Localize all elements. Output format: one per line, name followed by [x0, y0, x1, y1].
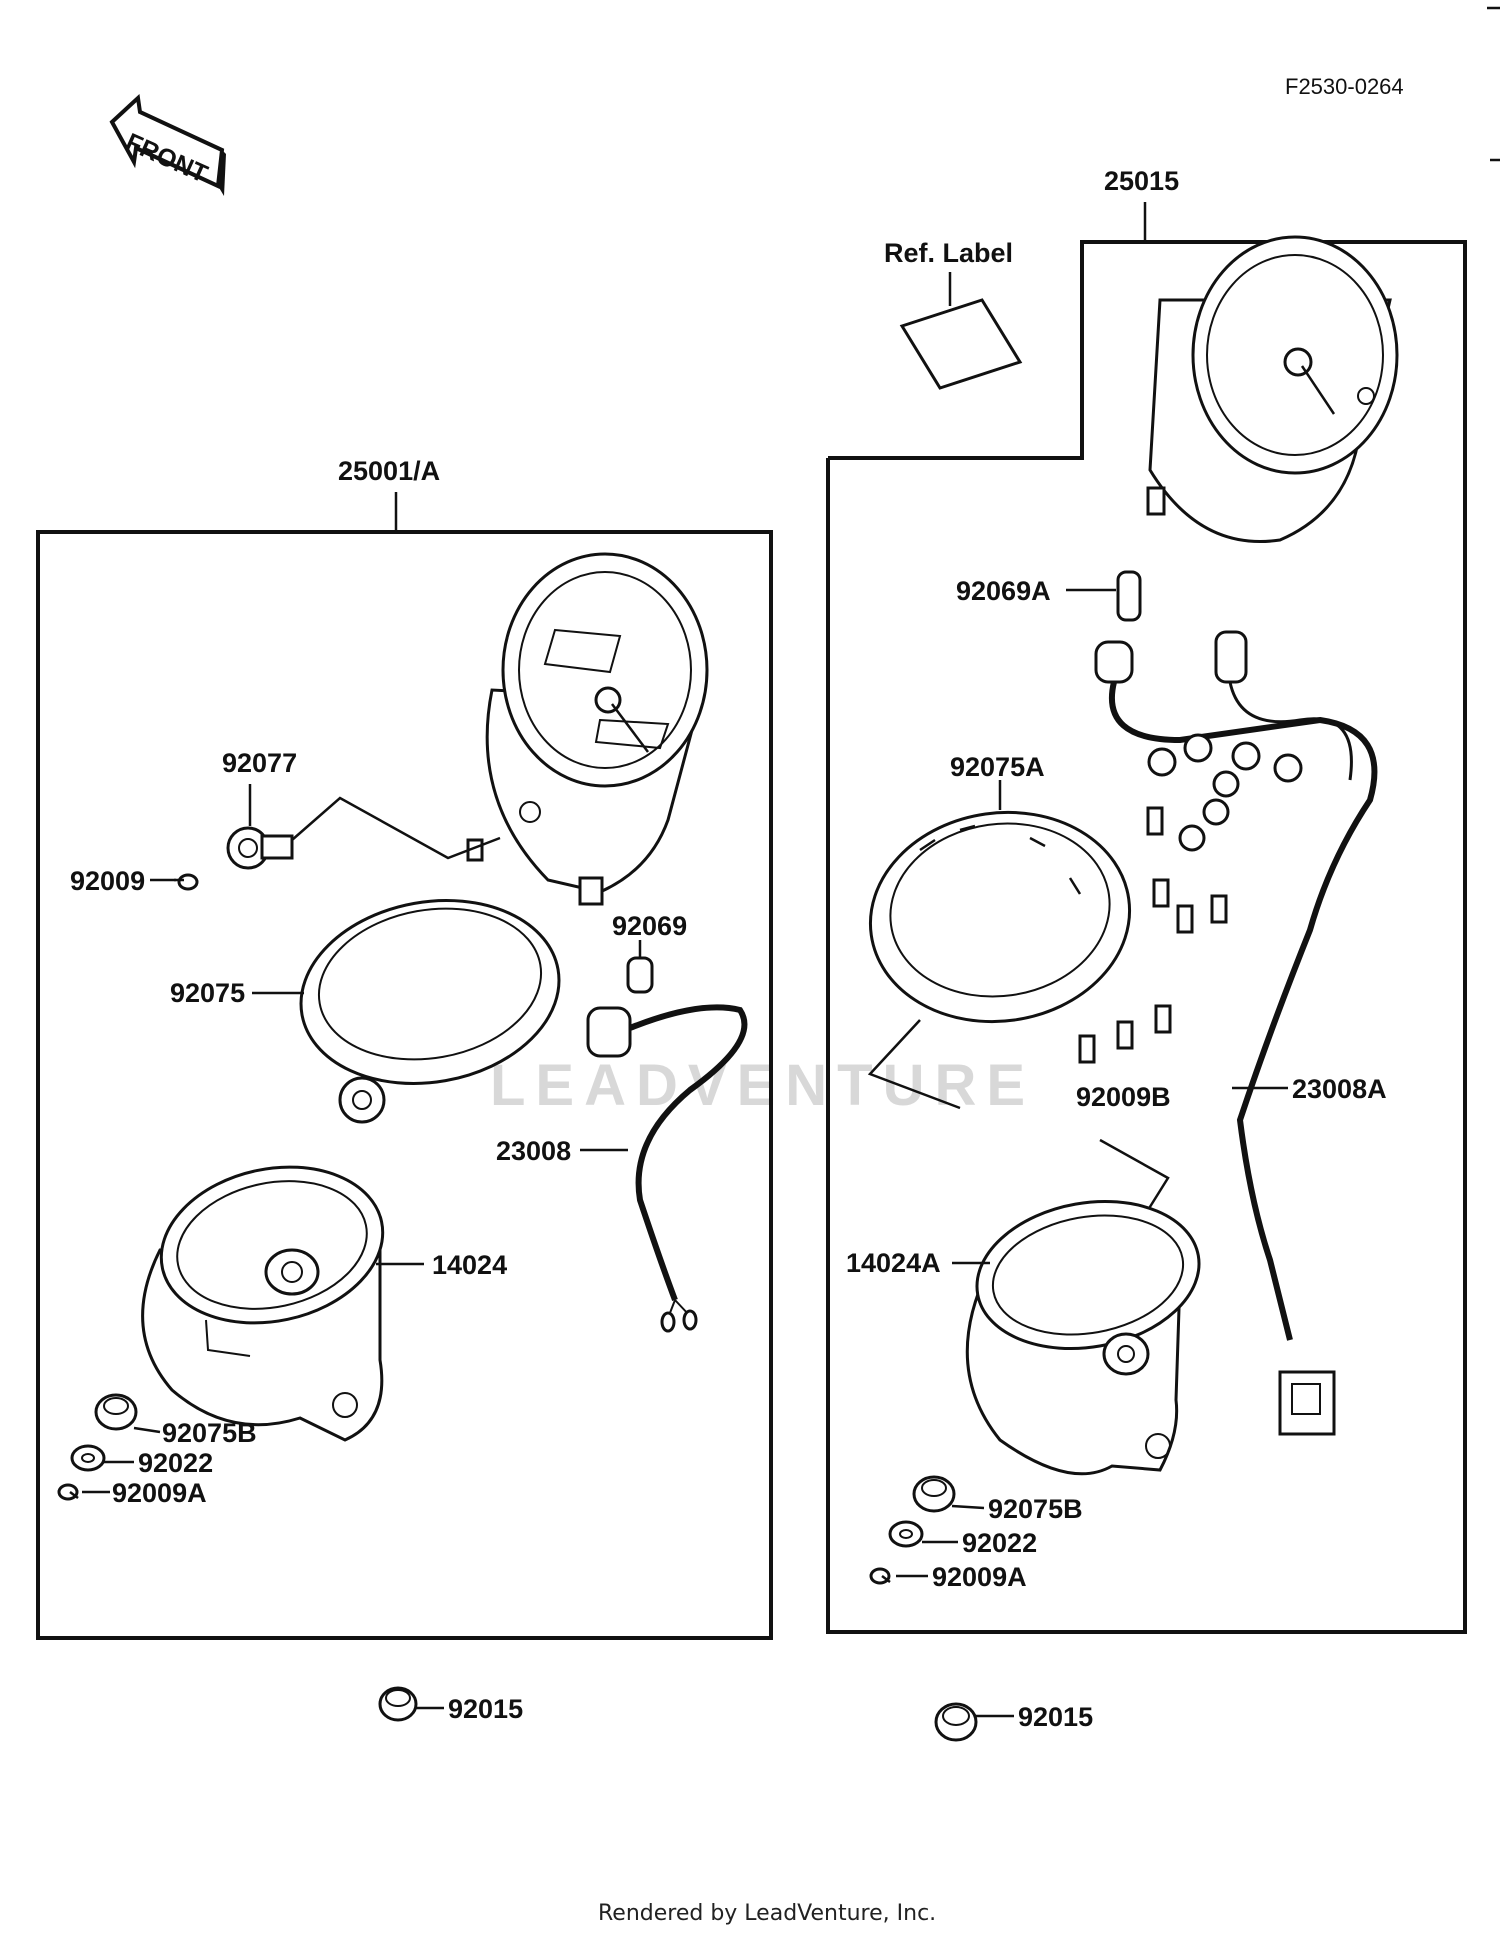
label-92009A-right[interactable]: 92009A	[932, 1562, 1027, 1592]
label-25001A[interactable]: 25001/A	[338, 456, 440, 486]
label-92075A[interactable]: 92075A	[950, 752, 1045, 782]
left-assembly-frame	[36, 530, 773, 1640]
label-14024[interactable]: 14024	[432, 1250, 507, 1280]
label-92069[interactable]: 92069	[612, 911, 687, 941]
label-92009B[interactable]: 92009B	[1076, 1082, 1171, 1112]
label-92075B-right[interactable]: 92075B	[988, 1494, 1083, 1524]
label-92075[interactable]: 92075	[170, 978, 245, 1008]
watermark: LEADVENTURE	[490, 1053, 1035, 1118]
label-14024A[interactable]: 14024A	[846, 1248, 941, 1278]
screw-icon[interactable]	[57, 1483, 79, 1501]
label-25015[interactable]: 25015	[1104, 166, 1179, 196]
bulb-icon[interactable]	[1116, 570, 1142, 622]
label-92022-left[interactable]: 92022	[138, 1448, 213, 1478]
label-23008A[interactable]: 23008A	[1292, 1074, 1387, 1104]
meter-case-icon[interactable]	[141, 1147, 398, 1442]
left-assembly: 25001/A 92077 92009	[36, 456, 773, 1640]
screw-icon[interactable]	[1078, 806, 1228, 1064]
label-92009A-left[interactable]: 92009A	[112, 1478, 207, 1508]
label-92069A[interactable]: 92069A	[956, 576, 1051, 606]
label-92015-left[interactable]: 92015	[448, 1694, 523, 1724]
grommet-icon[interactable]	[94, 1393, 138, 1431]
label-92015-right[interactable]: 92015	[1018, 1702, 1093, 1732]
bezel-ring-icon[interactable]	[286, 881, 573, 1124]
washer-icon[interactable]	[888, 1520, 924, 1548]
right-assembly-frame	[826, 240, 1467, 1634]
right-assembly: 25015 Ref. Label 92069A 9	[826, 166, 1467, 1634]
label-23008[interactable]: 23008	[496, 1136, 571, 1166]
speedometer-icon[interactable]	[466, 552, 709, 906]
ref-label-text: Ref. Label	[884, 238, 1013, 268]
screw-icon[interactable]	[869, 1567, 891, 1585]
tachometer-icon[interactable]	[1146, 235, 1399, 543]
wire-harness-icon[interactable]	[1094, 630, 1378, 1436]
label-92022-right[interactable]: 92022	[962, 1528, 1037, 1558]
washer-icon[interactable]	[70, 1444, 106, 1472]
screw-icon[interactable]	[174, 873, 199, 891]
front-arrow-icon: FRONT	[109, 93, 226, 196]
wire-harness-icon[interactable]	[586, 1004, 748, 1333]
label-92077[interactable]: 92077	[222, 748, 297, 778]
gear-icon[interactable]	[226, 826, 294, 870]
label-92075B-left[interactable]: 92075B	[162, 1418, 257, 1448]
bezel-ring-icon[interactable]	[857, 796, 1143, 1038]
grommet-icon[interactable]	[912, 1475, 956, 1513]
cap-icon[interactable]	[934, 1702, 978, 1742]
label-92009[interactable]: 92009	[70, 866, 145, 896]
diagram-id: F2530-0264	[1285, 74, 1404, 99]
cap-icon[interactable]	[378, 1686, 418, 1722]
label-sticker-icon[interactable]	[899, 298, 1023, 390]
bulb-icon[interactable]	[626, 956, 654, 994]
footer-credit: Rendered by LeadVenture, Inc.	[598, 1901, 936, 1926]
meter-case-icon[interactable]	[965, 1185, 1211, 1476]
